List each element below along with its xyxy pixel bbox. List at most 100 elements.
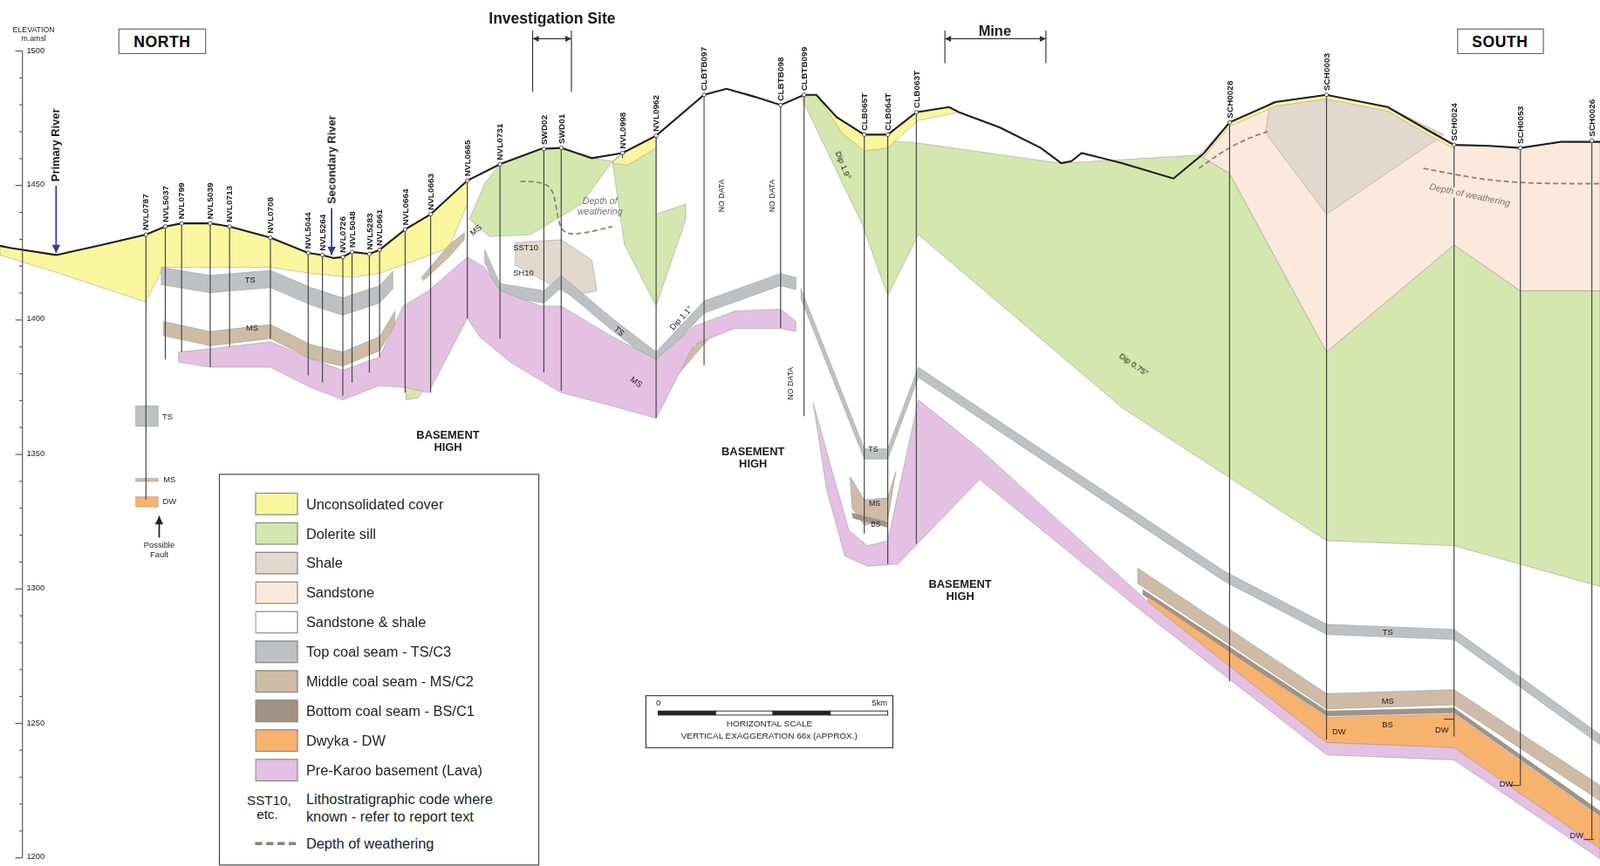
legend-text: Bottom coal seam - BS/C1: [306, 699, 475, 723]
label: NO DATA: [768, 179, 777, 213]
borehole-label: NVL0713: [225, 185, 234, 223]
legend-swatch: [254, 552, 298, 575]
mine-bracket-head: [1039, 35, 1047, 42]
label: MS: [246, 323, 259, 333]
borehole: [1519, 148, 1521, 787]
scale-bar: [715, 711, 773, 716]
basement: [178, 257, 797, 419]
scale-box: [645, 696, 893, 749]
borehole: [209, 223, 211, 368]
borehole-collar: [349, 250, 354, 254]
legend-text: Sandstone: [306, 581, 375, 605]
borehole: [379, 250, 381, 358]
borehole: [560, 148, 562, 391]
borehole: [229, 226, 231, 348]
label: TS: [245, 275, 256, 285]
axis-value: 1250: [26, 718, 45, 728]
label: BS: [1381, 720, 1393, 730]
legend-text: Unconsolidated cover: [306, 492, 444, 516]
borehole: [1326, 95, 1327, 740]
borehole-end: [1443, 718, 1455, 720]
axis-value: 1500: [26, 46, 45, 55]
river-arrow-head: [52, 245, 61, 253]
legend-text: Dolerite sill: [306, 522, 377, 546]
borehole-collar: [885, 132, 889, 137]
borehole-collar: [914, 110, 918, 115]
borehole-collar: [341, 255, 345, 260]
label: TS: [162, 412, 173, 422]
legend-text: Sandstone & shale: [306, 611, 426, 635]
label: DW: [1332, 728, 1347, 738]
borehole-label: NVL0799: [177, 182, 186, 219]
borehole-collar: [862, 132, 867, 137]
basement: [813, 399, 1600, 859]
axis-tick: [19, 696, 23, 698]
borehole-label: CLBTB098: [776, 57, 786, 102]
axis-tick: [19, 104, 23, 106]
ground-surface: [0, 88, 1600, 259]
borehole-collar: [498, 162, 502, 166]
borehole: [181, 223, 183, 352]
borehole-collar: [1324, 93, 1328, 97]
unconsolidated-cover: [1203, 95, 1455, 158]
borehole: [1453, 144, 1455, 737]
borehole-collar: [227, 225, 232, 229]
borehole-collar: [428, 212, 432, 217]
label: TS: [868, 445, 878, 455]
label: BASEMENT HIGH: [407, 428, 490, 453]
axis-tick: [19, 507, 23, 509]
axis-tick: [19, 157, 23, 159]
borehole-collar: [377, 247, 382, 252]
label: DW: [1435, 725, 1450, 735]
borehole-label: NVL0665: [463, 139, 472, 177]
axis-tick: [19, 642, 23, 643]
borehole: [321, 254, 323, 383]
label: BS: [870, 520, 881, 529]
axis-tick: [15, 453, 23, 455]
axis-tick: [15, 50, 23, 52]
label: SH10: [512, 268, 534, 278]
label: DW: [1569, 832, 1584, 842]
borehole: [369, 253, 370, 373]
legend-text: Top coal seam - TS/C3: [306, 641, 452, 664]
mine-bracket: [1045, 30, 1047, 63]
borehole: [145, 234, 147, 500]
site-bracket: [570, 30, 572, 92]
borehole-label: NVL0731: [495, 123, 505, 161]
borehole: [703, 95, 705, 366]
scale-bar: [772, 711, 831, 716]
label: MS: [868, 499, 881, 509]
dolerite-sill: [469, 148, 613, 238]
legend-swatch: [254, 581, 298, 605]
axis-tick: [19, 480, 23, 482]
legend-text: Lithostratigraphic code where known - re…: [306, 790, 526, 826]
borehole-collar: [541, 147, 546, 151]
borehole-collar: [208, 221, 212, 226]
borehole: [430, 214, 431, 394]
axis-tick: [19, 211, 23, 213]
legend-swatch: [254, 641, 298, 664]
axis-tick: [19, 292, 23, 294]
borehole: [351, 252, 353, 383]
legend-swatch: [254, 758, 298, 782]
middle-coal-seam: [136, 478, 159, 483]
direction-box: NORTH: [118, 27, 206, 54]
borehole-label: NVL5037: [161, 185, 171, 223]
label: SST10, etc.: [246, 793, 288, 822]
axis-value: 1350: [26, 450, 45, 459]
site-bracket-head: [533, 35, 540, 42]
label: ELEVATION m.amsl: [6, 26, 61, 43]
label: NO DATA: [786, 367, 795, 401]
borehole: [466, 180, 468, 319]
borehole-label: SCH0024: [1449, 102, 1459, 141]
borehole-label: SCH0053: [1516, 106, 1525, 144]
label: Investigation Site: [488, 9, 616, 27]
borehole-label: SCH0028: [1224, 81, 1234, 119]
axis-tick: [19, 239, 23, 240]
borehole-label: NVL5039: [205, 182, 215, 219]
borehole-label: SWD02: [539, 115, 548, 145]
axis-tick: [15, 184, 23, 186]
axis-tick: [19, 266, 23, 267]
borehole: [1591, 140, 1593, 840]
axis-value: 1200: [26, 853, 45, 862]
